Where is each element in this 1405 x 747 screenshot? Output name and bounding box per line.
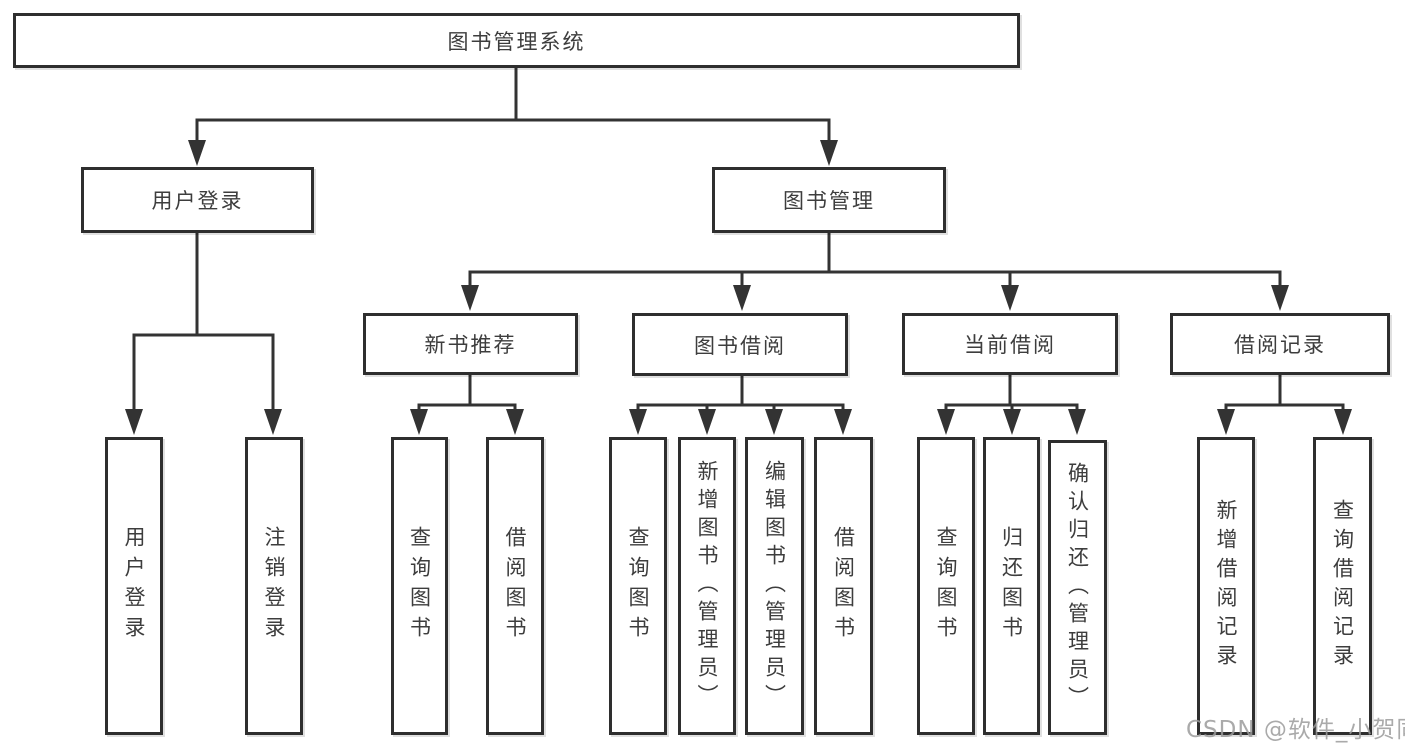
- node-library-management-system: 图书管理系统: [13, 13, 1020, 68]
- node-bb-borrow-books: 借阅图书: [814, 437, 873, 735]
- node-bb-add-books-admin: 新增图书（管理员）: [678, 437, 736, 735]
- node-br-add-record: 新增借阅记录: [1197, 437, 1255, 735]
- node-cb-query-books: 查询图书: [917, 437, 975, 735]
- node-user-login: 用户登录: [81, 167, 314, 233]
- connector-user-login: [132, 231, 275, 412]
- connector-root: [195, 66, 831, 143]
- node-cb-confirm-return-admin: 确认归还（管理员）: [1048, 440, 1107, 735]
- arrowheads-current-borrowing: [937, 409, 1086, 435]
- arrowheads-borrowing-records: [1217, 409, 1352, 435]
- node-user-login-leaf: 用户登录: [105, 437, 163, 735]
- arrowheads-user-login: [125, 409, 282, 435]
- node-current-borrowing: 当前借阅: [902, 313, 1118, 375]
- arrowheads-new-book-recommendation: [410, 409, 524, 435]
- connector-book-borrowing: [636, 374, 845, 412]
- arrowheads-root: [188, 140, 838, 166]
- node-br-query-record: 查询借阅记录: [1313, 437, 1372, 735]
- arrowheads-book-management: [461, 285, 1289, 311]
- connector-book-management: [468, 231, 1282, 288]
- node-bb-edit-books-admin: 编辑图书（管理员）: [745, 437, 804, 735]
- node-cb-return-books: 归还图书: [983, 437, 1040, 735]
- connector-new-book-recommendation: [417, 373, 517, 412]
- node-book-management: 图书管理: [712, 167, 946, 233]
- node-logout: 注销登录: [245, 437, 303, 735]
- connector-current-borrowing: [944, 373, 1079, 412]
- arrowheads-book-borrowing: [629, 409, 852, 435]
- node-borrowing-records: 借阅记录: [1170, 313, 1390, 375]
- node-new-book-recommendation: 新书推荐: [363, 313, 578, 375]
- node-book-borrowing: 图书借阅: [632, 313, 848, 376]
- watermark: CSDN @软件_小贺同学: [1186, 717, 1405, 743]
- node-nbr-query-books: 查询图书: [391, 437, 448, 735]
- node-bb-query-books: 查询图书: [609, 437, 667, 735]
- node-nbr-borrow-books: 借阅图书: [486, 437, 544, 735]
- connector-borrowing-records: [1224, 373, 1345, 412]
